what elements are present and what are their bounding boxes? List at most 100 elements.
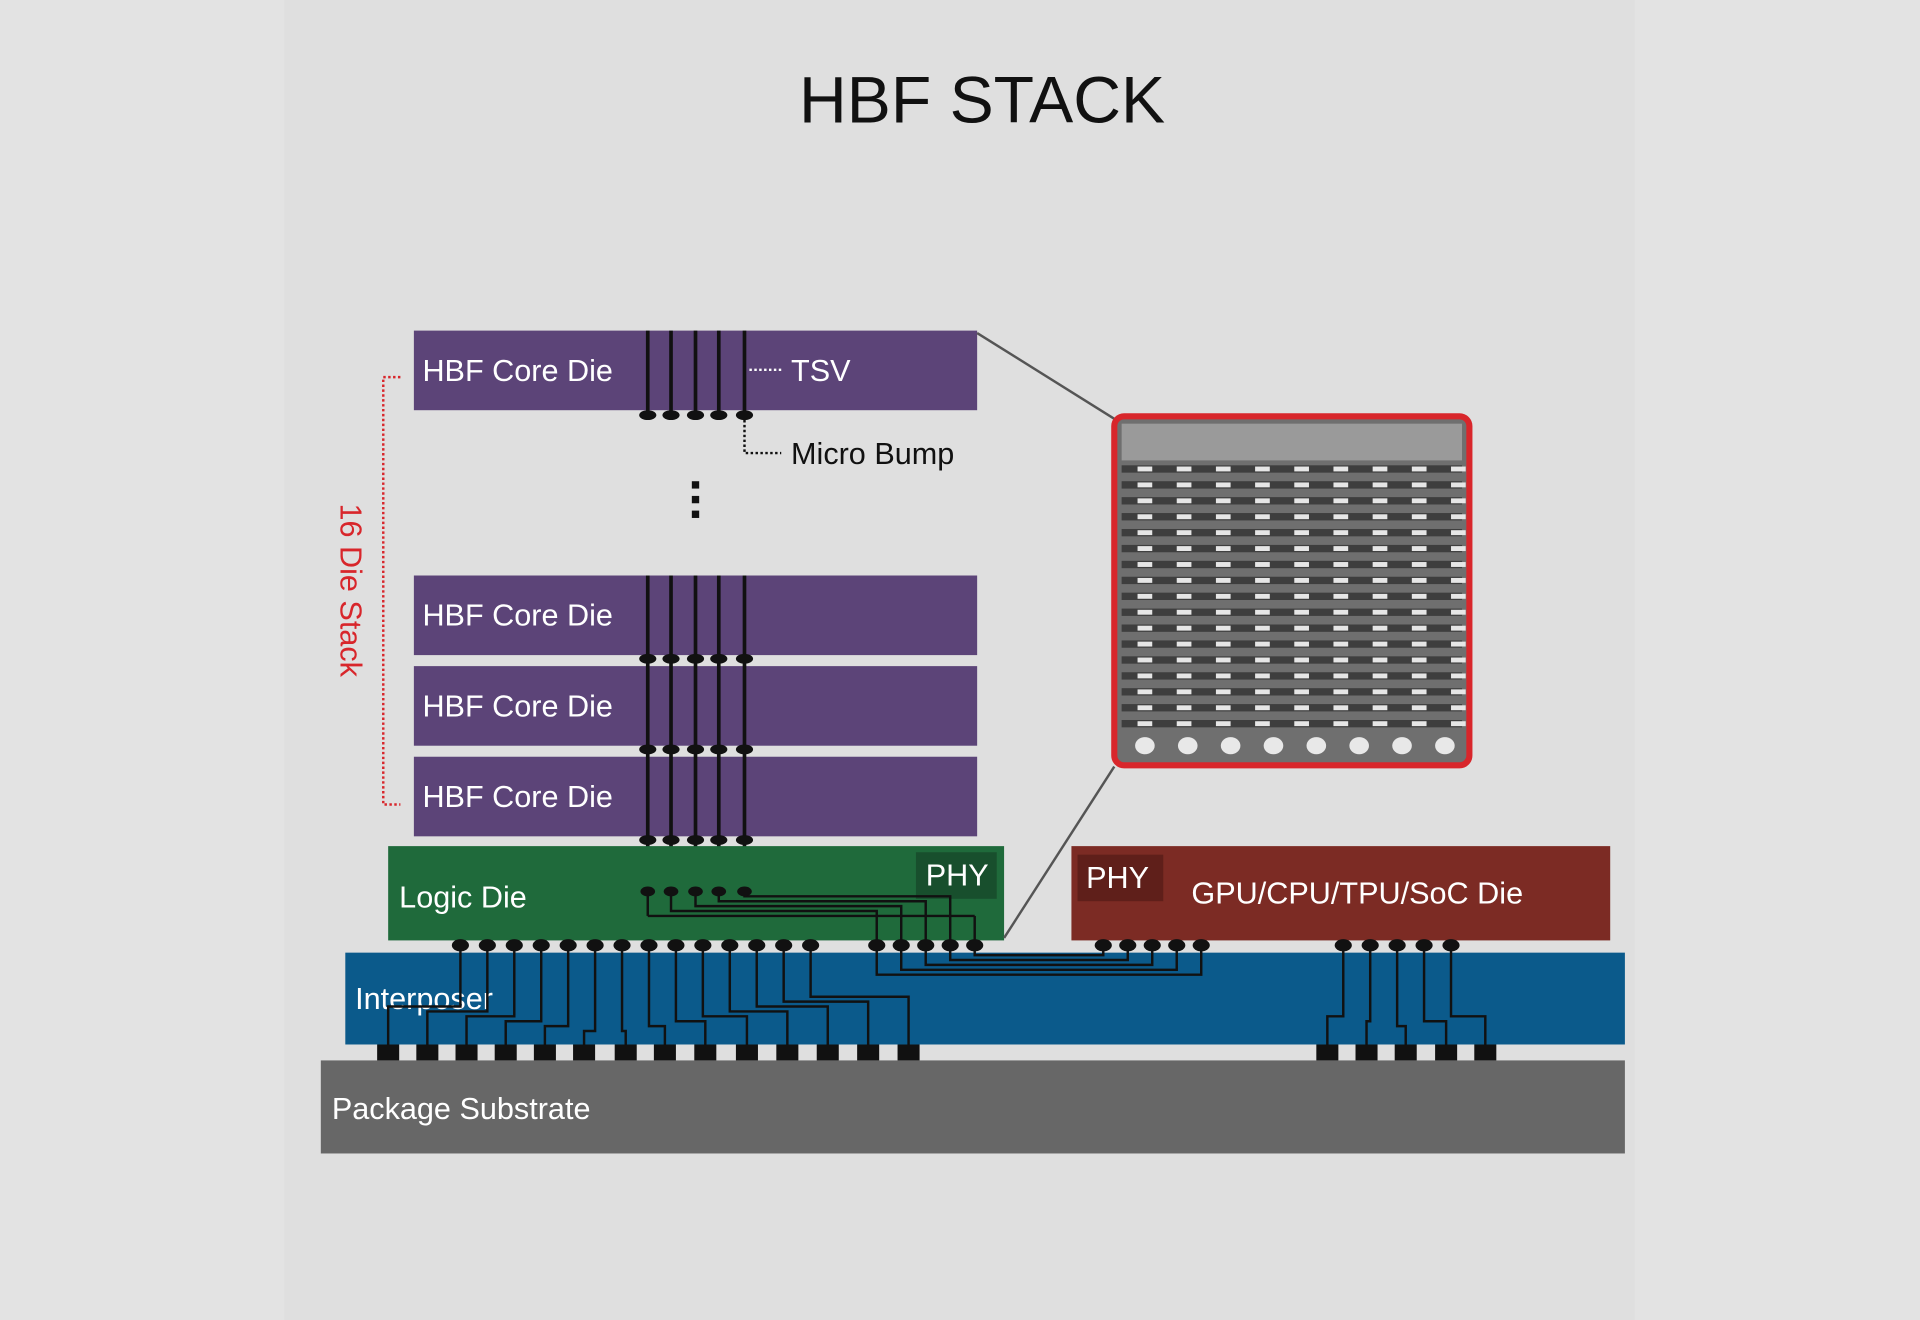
micrograph-tsv-segment (1333, 609, 1349, 615)
micrograph-tsv-segment (1333, 593, 1349, 599)
logic-die-bottom-bumps (451, 939, 984, 952)
micrograph-bump (1392, 737, 1412, 755)
micro-bump-leader (743, 420, 782, 455)
micrograph-tsv-segment (1451, 705, 1466, 711)
micrograph-tsv-segment (1215, 641, 1231, 647)
micrograph-tsv-segment (1137, 562, 1153, 567)
micrograph-tsv-segment (1255, 657, 1270, 663)
micrograph-tsv-segment (1176, 625, 1192, 631)
micrograph-layer (1121, 576, 1463, 585)
micrograph-tsv-segment (1176, 721, 1192, 727)
micrograph-tsv-segment (1255, 577, 1270, 583)
micrograph-tsv-segment (1137, 530, 1153, 536)
micrograph-tsv-segment (1294, 593, 1309, 599)
micrograph-tsv-segment (1411, 609, 1427, 615)
micrograph-tsv-segment (1137, 577, 1153, 583)
micrograph-tsv-segment (1255, 641, 1270, 647)
micrograph-tsv-segment (1372, 514, 1388, 520)
micrograph-tsv-segment (1333, 514, 1349, 520)
micrograph-tsv-segment (1215, 466, 1231, 472)
micrograph-tsv-segment (1411, 562, 1427, 567)
micrograph-tsv-segment (1215, 562, 1231, 567)
micrograph-tsv-segment (1451, 673, 1466, 679)
micrograph-tsv-segment (1333, 705, 1349, 711)
micrograph-tsv-segment (1333, 562, 1349, 567)
micrograph-tsv-segment (1451, 514, 1466, 520)
micrograph-tsv-segment (1176, 689, 1192, 695)
micrograph-layer (1121, 481, 1463, 489)
micrograph-tsv-segment (1255, 705, 1270, 711)
die-stack-bracket (382, 375, 401, 806)
micrograph-tsv-segment (1215, 657, 1231, 663)
logic-phy-block (915, 852, 997, 899)
micrograph-tsv-segment (1451, 641, 1466, 647)
micrograph-tsv-segment (1215, 530, 1231, 536)
micrograph-tsv-segment (1137, 705, 1153, 711)
micrograph-tsv-segment (1255, 721, 1270, 727)
micrograph-tsv-segment (1137, 673, 1153, 679)
micrograph-layer (1121, 465, 1463, 473)
micrograph-bump (1306, 737, 1327, 755)
micrograph-tsv-segment (1451, 609, 1466, 615)
micrograph-tsv-segment (1137, 482, 1153, 488)
micrograph-tsv-segment (1176, 562, 1192, 567)
micrograph-tsv-segment (1294, 577, 1309, 583)
micrograph-tsv-segment (1176, 546, 1192, 552)
micrograph-tsv-segment (1411, 482, 1427, 488)
micrograph-bump (1349, 737, 1369, 755)
gpu-phy-label: PHY (1086, 861, 1149, 895)
micrograph-tsv-segment (1333, 641, 1349, 647)
micrograph-layer (1121, 640, 1463, 648)
core-die-2-label: HBF Core Die (422, 689, 613, 723)
logic-die-label: Logic Die (399, 880, 527, 914)
micrograph-tsv-segment (1294, 625, 1309, 631)
micrograph-tsv-segment (1215, 498, 1231, 504)
package-substrate (320, 1060, 1625, 1154)
micrograph-tsv-segment (1451, 593, 1466, 599)
package-substrate-label: Package Substrate (332, 1092, 591, 1126)
gpu-interposer-routing (1326, 950, 1487, 1049)
micrograph-bump (1135, 737, 1155, 755)
micrograph-tsv-segment (1372, 657, 1388, 663)
micrograph-tsv-segment (1294, 466, 1309, 472)
left-strip (0, 0, 285, 1320)
micrograph-bumps (1135, 737, 1455, 755)
tsv-label: TSV (791, 354, 851, 388)
micrograph-layer (1121, 560, 1463, 569)
micrograph-tsv-segment (1411, 514, 1427, 520)
micrograph-tsv-segment (1215, 673, 1231, 679)
micrograph-tsv-segment (1215, 593, 1231, 599)
micrograph-tsv-segment (1372, 593, 1388, 599)
micrograph-tsv-segment (1372, 546, 1388, 552)
micrograph-tsv-segment (1411, 498, 1427, 504)
micrograph-tsv-segment (1215, 546, 1231, 552)
micrograph-bump (1435, 737, 1455, 755)
micrograph-tsv-segment (1372, 482, 1388, 488)
micrograph-layer (1121, 608, 1463, 616)
micrograph-tsv-segment (1411, 577, 1427, 583)
micrograph-layer (1121, 592, 1463, 600)
micrograph-tsv-segment (1255, 530, 1270, 536)
micrograph-tsv-segment (1255, 482, 1270, 488)
micrograph-tsv-segment (1372, 705, 1388, 711)
micrograph-layer (1121, 656, 1463, 664)
micrograph-tsv-segment (1451, 546, 1466, 552)
micrograph-layer (1121, 528, 1463, 537)
micrograph-tsv-segment (1294, 482, 1309, 488)
micrograph-tsv-segment (1411, 625, 1427, 631)
micrograph-tsv-segment (1372, 625, 1388, 631)
micrograph-tsv-segment (1255, 609, 1270, 615)
micrograph-tsv-segment (1215, 609, 1231, 615)
micrograph-tsv-segment (1176, 609, 1192, 615)
micrograph-tsv-segment (1451, 689, 1466, 695)
micrograph-tsv-segment (1215, 482, 1231, 488)
micrograph-tsv-segment (1451, 530, 1466, 536)
micrograph-layer (1121, 720, 1463, 728)
micrograph-tsv-segment (1137, 689, 1153, 695)
gpu-die-label: GPU/CPU/TPU/SoC Die (1191, 877, 1523, 911)
micrograph-tsv-segment (1255, 625, 1270, 631)
micro-bumps-top (639, 410, 754, 420)
micrograph-tsv-segment (1372, 689, 1388, 695)
micrograph-tsv-segment (1451, 482, 1466, 488)
